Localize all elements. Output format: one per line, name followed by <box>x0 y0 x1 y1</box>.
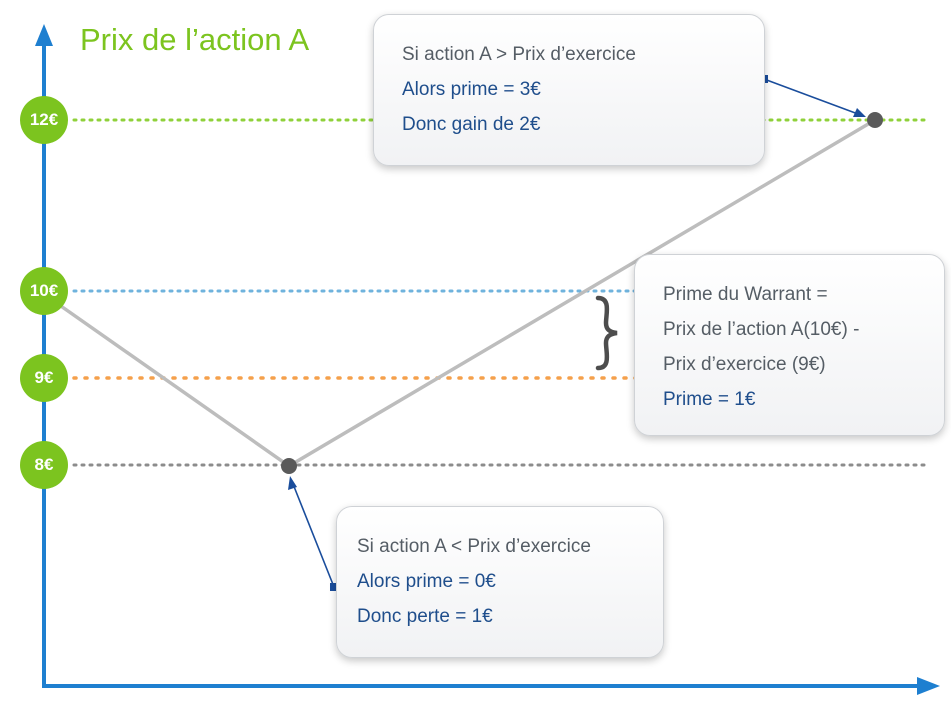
premium-value-text: Prime = 1€ <box>663 389 756 410</box>
loss-result-text: Donc perte = 1€ <box>357 606 493 627</box>
top-pointer-line <box>763 78 859 115</box>
high-point-marker <box>867 112 883 128</box>
loss-callout: Si action A < Prix d’exercice Alors prim… <box>336 506 664 658</box>
top-pointer-arrowhead-icon <box>853 108 866 117</box>
price-badge-12: 12€ <box>20 96 68 144</box>
loss-premium-text: Alors prime = 0€ <box>357 571 496 592</box>
price-badge-8: 8€ <box>20 441 68 489</box>
premium-callout: Prime du Warrant = Prix de l’action A(10… <box>634 254 945 436</box>
low-point-marker <box>281 458 297 474</box>
premium-stock-price-text: Prix de l’action A(10€) - <box>663 319 860 340</box>
brace-icon <box>595 295 618 371</box>
y-axis-arrow-icon <box>35 24 53 46</box>
bottom-pointer-line <box>292 483 335 588</box>
gain-premium-text: Alors prime = 3€ <box>402 79 541 100</box>
x-axis-arrow-icon <box>917 677 940 695</box>
chart-title: Prix de l’action A <box>80 22 310 57</box>
premium-strike-price-text: Prix d’exercice (9€) <box>663 354 826 375</box>
gain-result-text: Donc gain de 2€ <box>402 114 541 135</box>
gain-condition-text: Si action A > Prix d’exercice <box>402 44 636 65</box>
loss-condition-text: Si action A < Prix d’exercice <box>357 536 591 557</box>
gain-callout: Si action A > Prix d’exercice Alors prim… <box>373 14 765 166</box>
price-badge-10: 10€ <box>20 267 68 315</box>
premium-definition-text: Prime du Warrant = <box>663 284 828 305</box>
price-badge-9: 9€ <box>20 354 68 402</box>
bottom-pointer-arrowhead-icon <box>288 476 297 490</box>
bottom-pointer-anchor <box>330 583 338 591</box>
